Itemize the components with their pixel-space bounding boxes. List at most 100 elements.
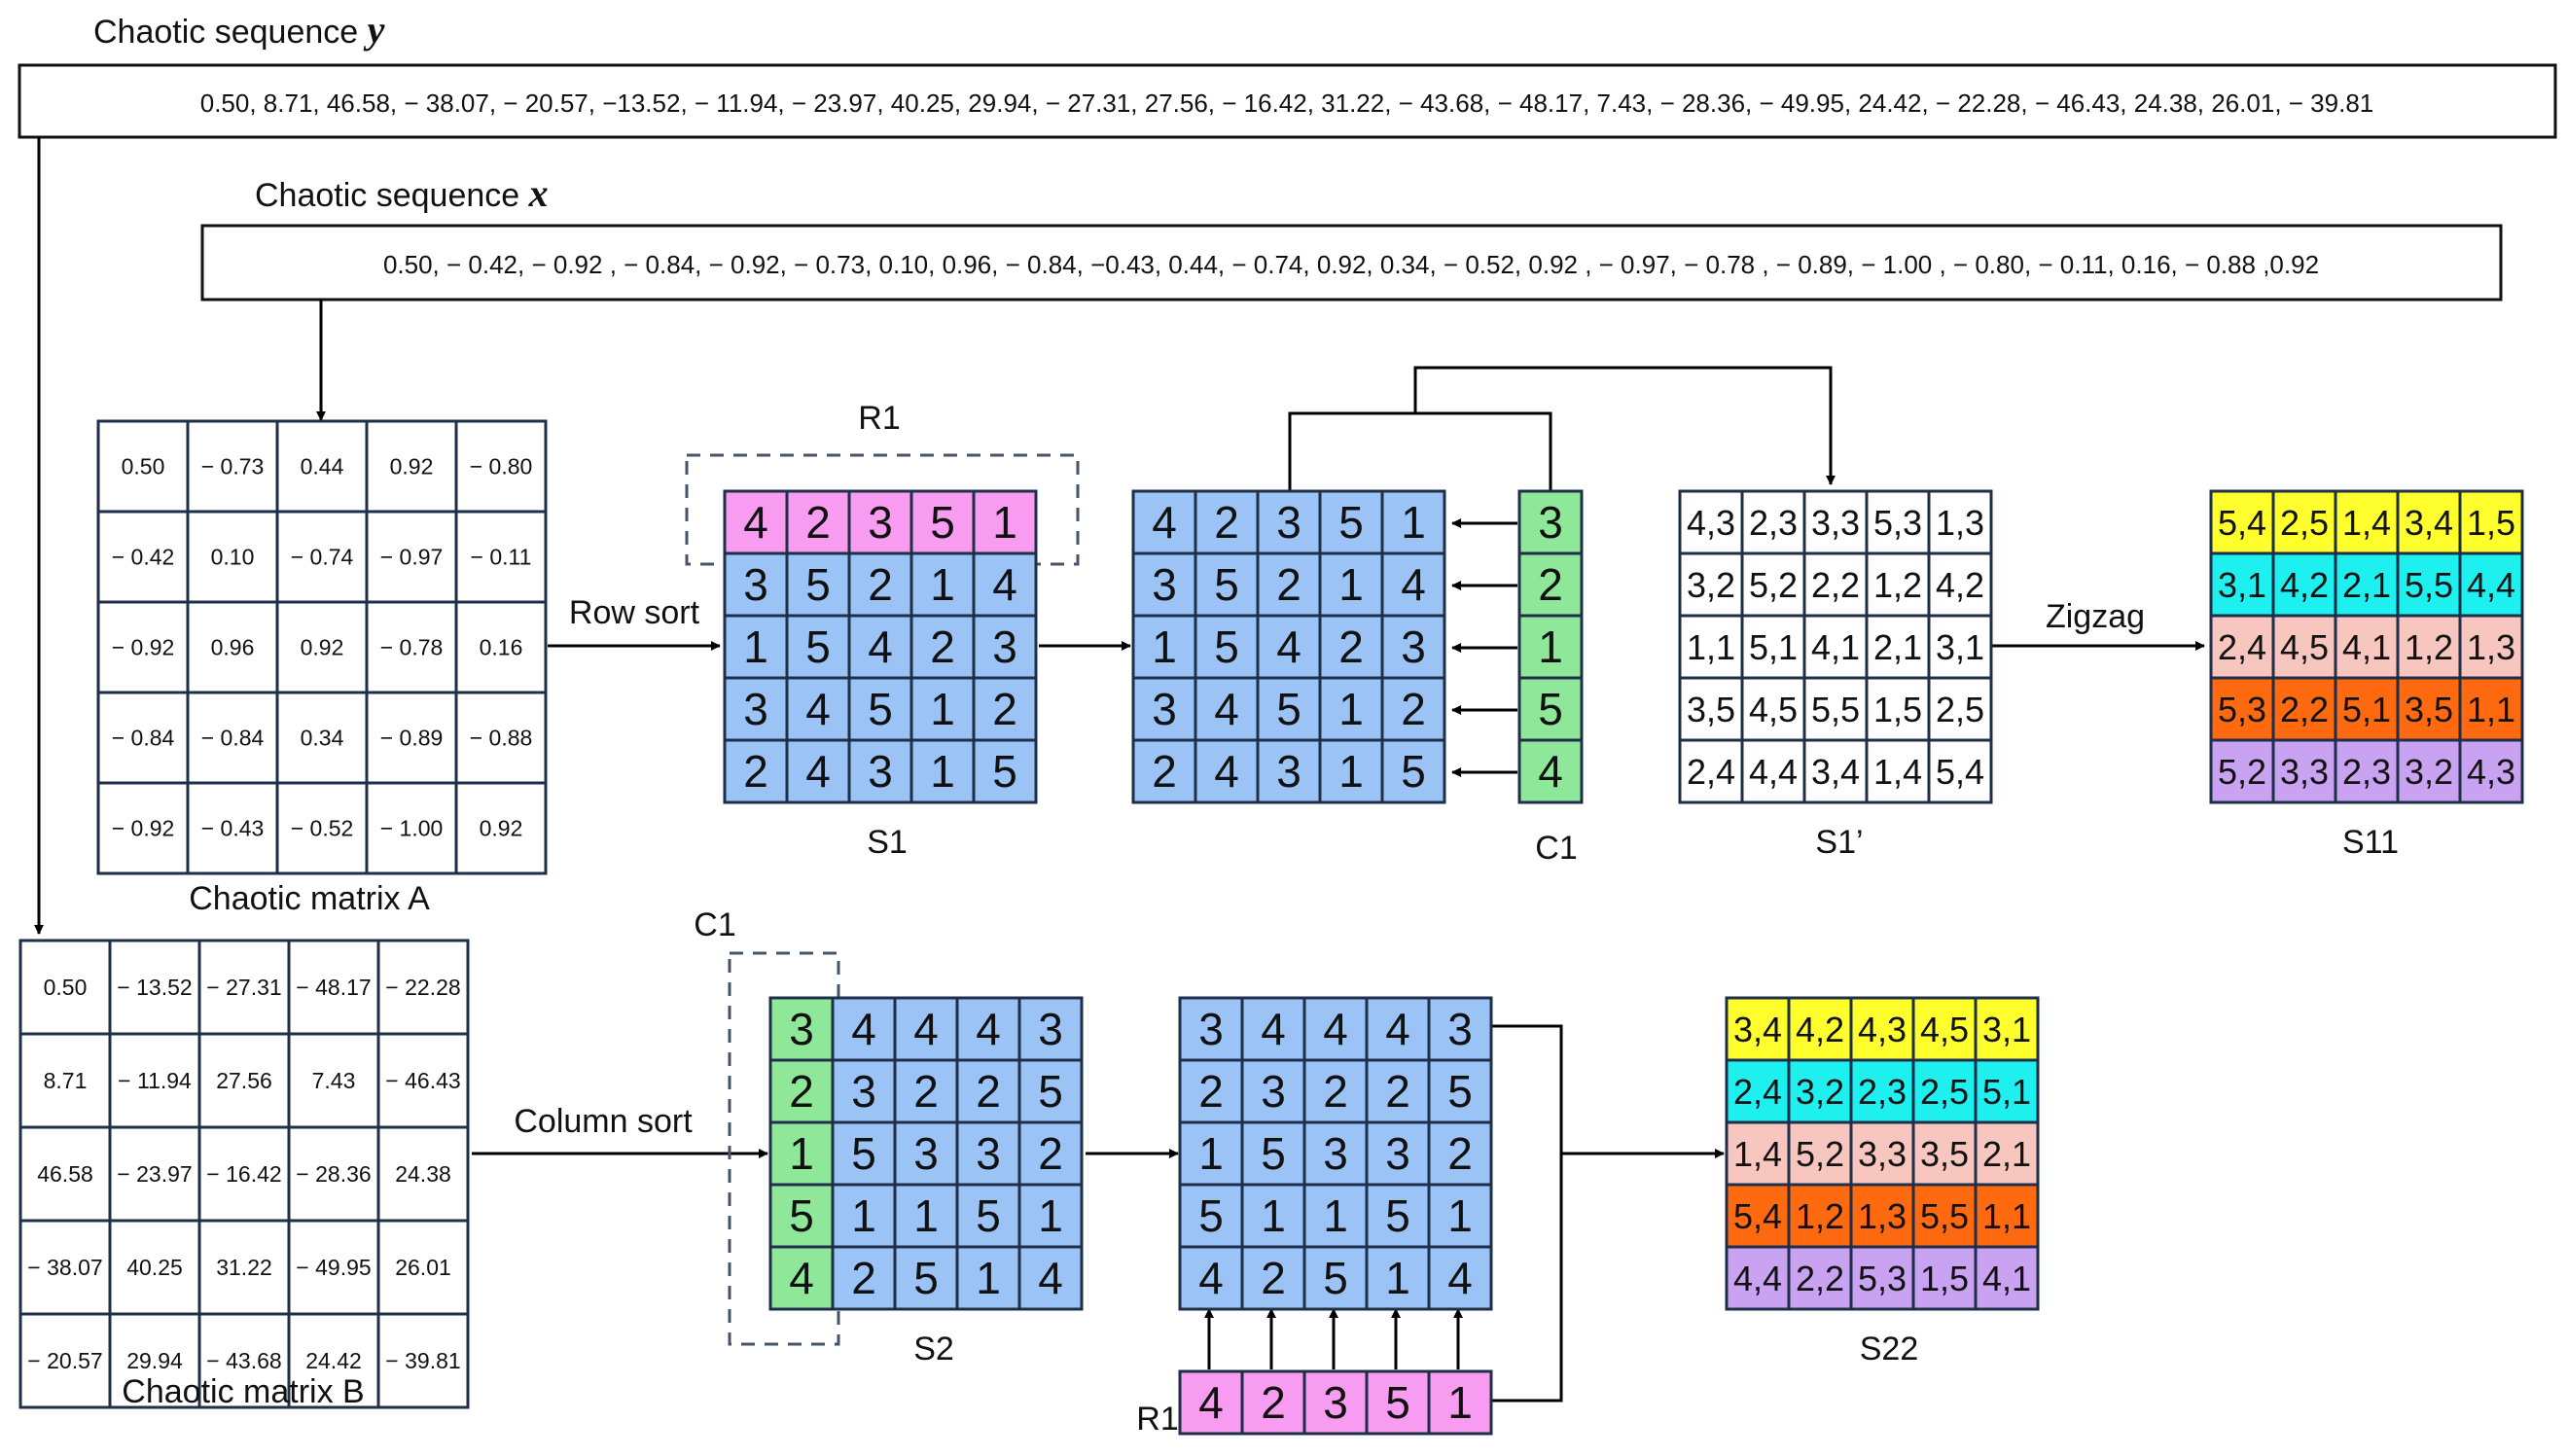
s2-cell: 3 xyxy=(976,1128,1001,1179)
s2-full-cell: 1 xyxy=(1198,1128,1224,1179)
s2-cell-bg xyxy=(831,996,897,1062)
s22-cell: 1,1 xyxy=(1982,1196,2031,1236)
s1-cell: 4 xyxy=(805,746,831,797)
s22-cell-bg xyxy=(1974,1120,2040,1187)
zigzag-label: Zigzag xyxy=(2046,598,2145,635)
r1-bottom-label: R1 xyxy=(1136,1401,1178,1438)
s22-cell-bg xyxy=(1787,1058,1853,1124)
matrix-b-cell: 40.25 xyxy=(126,1255,183,1280)
r1-cell: 2 xyxy=(805,497,831,548)
matrix-a-cell-bg xyxy=(365,691,458,785)
s22-cell: 2,2 xyxy=(1796,1259,1844,1298)
s2-full-cell-bg xyxy=(1365,1245,1431,1311)
arrow-to-s1-prime xyxy=(1413,366,1836,485)
matrix-b-cell: − 13.52 xyxy=(117,975,192,1000)
s2-cell: 4 xyxy=(851,1004,876,1054)
s1-prime-cell: 3,1 xyxy=(1936,627,1984,667)
s1-prime-cell-bg xyxy=(1740,489,1806,555)
s1-prime-cell: 5,5 xyxy=(1811,690,1860,729)
matrix-a-cell: 0.92 xyxy=(480,816,523,841)
s2-full-cell: 5 xyxy=(1385,1190,1410,1241)
s2-full-cell-bg xyxy=(1427,1183,1493,1249)
matrix-a-cell: − 0.84 xyxy=(112,726,175,751)
s2-full-cell: 1 xyxy=(1323,1190,1348,1241)
s1-cell: 4 xyxy=(992,559,1017,610)
s1-full-cell: 3 xyxy=(1276,497,1301,548)
s2-cell: 2 xyxy=(1038,1128,1063,1179)
matrix-a-cell: − 0.11 xyxy=(471,545,532,570)
s22-cell: 3,4 xyxy=(1733,1010,1782,1049)
s2-cell: 4 xyxy=(1038,1253,1063,1303)
s2-cell: 5 xyxy=(913,1253,939,1303)
s22-cell: 4,2 xyxy=(1796,1010,1844,1049)
sequence-y-values: 0.50, 8.71, 46.58, − 38.07, − 20.57, −13… xyxy=(200,89,2374,118)
s1-full-cell-bg xyxy=(1256,551,1322,618)
s22-cell-bg xyxy=(1974,996,2040,1062)
matrix-b-cell: − 39.81 xyxy=(385,1348,460,1373)
s1-prime-cell: 3,5 xyxy=(1687,690,1735,729)
s1-prime-cell: 5,2 xyxy=(1749,565,1798,605)
s1-cell-bg xyxy=(847,738,913,804)
s2-full-cell: 2 xyxy=(1323,1066,1348,1117)
s2-full-cell: 4 xyxy=(1385,1004,1410,1054)
s11-cell: 1,2 xyxy=(2405,627,2453,667)
s2-full-cell: 4 xyxy=(1198,1253,1224,1303)
s1-full-cell-bg xyxy=(1380,551,1446,618)
s1-full-cell: 3 xyxy=(1401,621,1426,672)
s1-prime-cell-bg xyxy=(1865,489,1931,555)
connectors xyxy=(34,137,2205,1403)
s2-cell-bg xyxy=(955,1245,1021,1311)
matrix-a-cell-bg xyxy=(454,419,548,514)
s1-cell: 4 xyxy=(805,684,831,734)
r1-bottom-cell-bg xyxy=(1427,1369,1493,1436)
matrix-a-cell: − 0.97 xyxy=(380,545,444,570)
matrix-a-cell-bg xyxy=(454,510,548,604)
matrix-a-cell-bg xyxy=(365,510,458,604)
s1-full-cell: 5 xyxy=(1276,684,1301,734)
s1-prime-cell: 2,5 xyxy=(1936,690,1984,729)
c1-cell: 5 xyxy=(1538,684,1563,734)
s11-cell-bg xyxy=(2271,551,2337,618)
c1-cell-bg xyxy=(1517,738,1584,804)
c1-bottom-cell: 4 xyxy=(789,1253,814,1303)
matrix-b-cell: 24.38 xyxy=(395,1161,451,1187)
s11-cell-bg xyxy=(2458,676,2524,742)
s1-cell: 1 xyxy=(930,684,955,734)
s1-full-cell: 2 xyxy=(1276,559,1301,610)
matrix-a-cell: − 0.73 xyxy=(201,454,265,479)
s1-prime-cell-bg xyxy=(1740,551,1806,618)
s22-cell: 2,3 xyxy=(1858,1072,1907,1112)
s1-full-cell-bg xyxy=(1131,614,1197,680)
matrix-b-cell-bg xyxy=(108,1032,201,1129)
s1-full-cell-bg xyxy=(1380,738,1446,804)
matrix-b-cell: − 11.94 xyxy=(118,1068,192,1093)
s2-cell: 2 xyxy=(976,1066,1001,1117)
s22-cell: 5,5 xyxy=(1920,1196,1969,1236)
s11-cell: 4,5 xyxy=(2280,627,2329,667)
sequence-y-title: Chaotic sequence y xyxy=(93,8,385,52)
r1-bottom-cell: 4 xyxy=(1198,1377,1224,1428)
s22-cell: 5,4 xyxy=(1733,1196,1782,1236)
s1-cell: 2 xyxy=(868,559,893,610)
s2-cell: 2 xyxy=(913,1066,939,1117)
s1-cell: 1 xyxy=(743,621,768,672)
matrix-a-cell: 0.34 xyxy=(301,726,344,751)
s1-full-cell: 5 xyxy=(1401,746,1426,797)
s1-prime-cell: 1,3 xyxy=(1936,503,1984,543)
s1-prime-label: S1’ xyxy=(1815,824,1863,861)
s1-full-cell: 1 xyxy=(1152,621,1177,672)
matrix-a-cell-bg xyxy=(454,781,548,875)
s11-cell: 1,3 xyxy=(2467,627,2515,667)
matrix-a-cell-bg xyxy=(186,781,279,875)
matrix-a-label: Chaotic matrix A xyxy=(189,880,430,917)
s1-cell-bg xyxy=(972,551,1038,618)
s1-full-cell: 4 xyxy=(1276,621,1301,672)
s11-cell: 2,3 xyxy=(2342,752,2391,792)
s1-full-cell: 1 xyxy=(1338,746,1364,797)
matrix-b-cell: 8.71 xyxy=(44,1068,88,1093)
s1-prime-cell: 5,1 xyxy=(1749,627,1798,667)
